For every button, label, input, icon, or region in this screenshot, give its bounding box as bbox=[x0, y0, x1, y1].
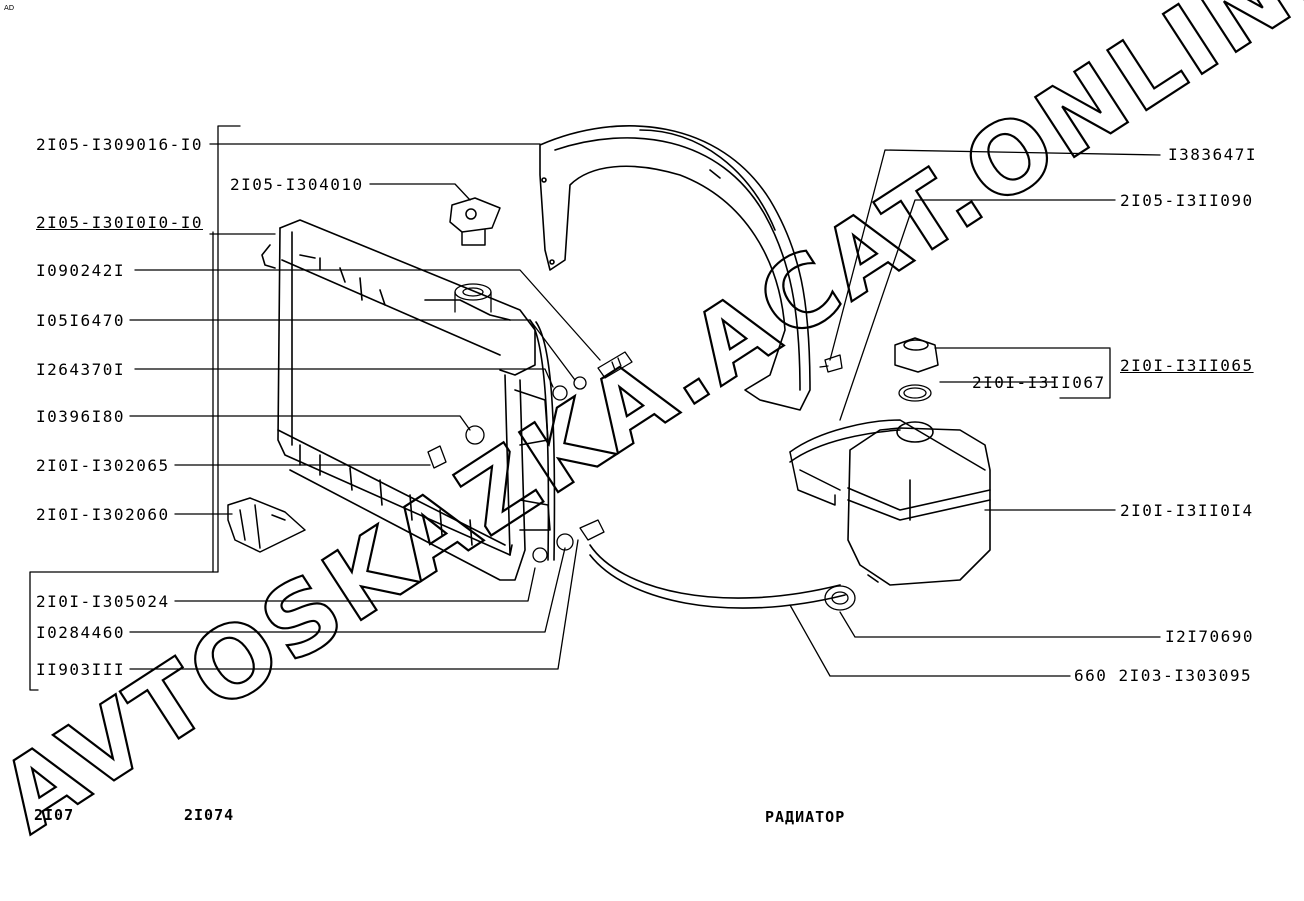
label-cushion: 2I0I-I305024 bbox=[36, 592, 170, 611]
footer-model-1: 2I07 bbox=[34, 806, 75, 824]
cushion bbox=[532, 547, 548, 563]
label-sleeve: 2I0I-I302065 bbox=[36, 456, 170, 475]
hose-clamp bbox=[824, 585, 856, 611]
screw-lower bbox=[579, 519, 605, 541]
label-hose-clamp: I2I70690 bbox=[1165, 627, 1255, 646]
corner-mark: AD bbox=[4, 4, 15, 12]
label-washer: I05I6470 bbox=[36, 311, 126, 330]
radiator bbox=[261, 219, 556, 581]
label-grommet: I0396I80 bbox=[36, 407, 126, 426]
radiator-support bbox=[227, 497, 306, 553]
label-support: 2I0I-I302060 bbox=[36, 505, 170, 524]
bolt bbox=[597, 351, 633, 379]
label-tank-cap: 2I0I-I3II065 bbox=[1120, 356, 1254, 375]
group-bracket-left bbox=[29, 125, 241, 691]
leader-lines-right bbox=[789, 149, 1161, 677]
label-radiator: 2I05-I30I0I0-I0 bbox=[36, 213, 203, 232]
sleeve bbox=[427, 445, 447, 469]
footer-model-2: 2I074 bbox=[184, 806, 235, 824]
label-expansion-tank: 2I0I-I3II0I4 bbox=[1120, 501, 1254, 520]
label-nut: I264370I bbox=[36, 360, 126, 379]
overflow-hose bbox=[589, 544, 846, 609]
shroud-screw bbox=[819, 354, 843, 373]
fan-shroud bbox=[539, 125, 811, 411]
group-bracket-right bbox=[1059, 348, 1111, 399]
leader-lines-left bbox=[129, 143, 601, 670]
radiator-cap bbox=[449, 197, 501, 246]
label-spring-washer: I0284460 bbox=[36, 623, 126, 642]
label-radiator-cap: 2I05-I304010 bbox=[230, 175, 364, 194]
washer bbox=[573, 376, 587, 390]
label-bolt: I090242I bbox=[36, 261, 126, 280]
label-shroud-screw: I383647I bbox=[1168, 145, 1258, 164]
nut bbox=[552, 385, 568, 401]
radiator-filler-neck bbox=[454, 283, 492, 313]
tank-strap bbox=[789, 419, 986, 506]
label-tank-strap: 2I05-I3II090 bbox=[1120, 191, 1254, 210]
label-fan-shroud: 2I05-I309016-I0 bbox=[36, 135, 203, 154]
footer-title: РАДИАТОР bbox=[765, 808, 846, 826]
cap-gasket bbox=[898, 384, 932, 402]
expansion-tank-cap bbox=[894, 337, 939, 373]
expansion-tank bbox=[847, 421, 991, 586]
label-screw: II903III bbox=[36, 660, 126, 679]
label-hose: 660 2I03-I303095 bbox=[1074, 666, 1253, 685]
grommet bbox=[465, 425, 485, 445]
spring-washer bbox=[556, 533, 574, 551]
label-cap-gasket: 2I0I-I3II067 bbox=[972, 373, 1106, 392]
